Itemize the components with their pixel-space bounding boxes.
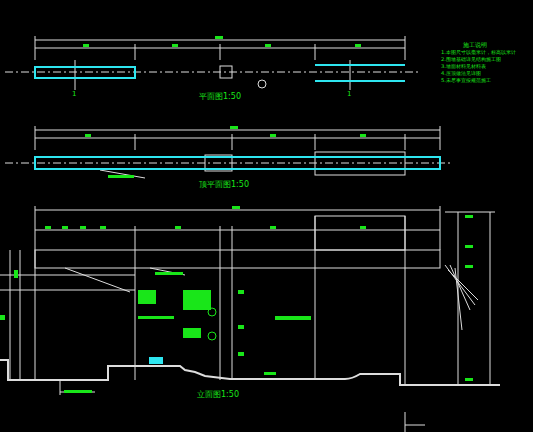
note-line: 5.未尽事宜按规范施工 <box>440 78 492 84</box>
view-title: 平面图1:50 <box>198 93 242 102</box>
view-title: 顶平面图1:50 <box>198 181 250 190</box>
note-line: 4.压顶做法见详图 <box>440 71 482 77</box>
notes-heading: 施工说明 <box>462 42 488 49</box>
note-line: 2.围墙基础详见结构施工图 <box>440 57 502 63</box>
section-mark: 1 <box>346 91 352 99</box>
view-title: 立面图1:50 <box>196 391 240 400</box>
note-line: 1.本图尺寸以毫米计，标高以米计 <box>440 50 517 56</box>
section-mark: 1 <box>71 91 77 99</box>
note-line: 3.墙面材料见材料表 <box>440 64 487 70</box>
